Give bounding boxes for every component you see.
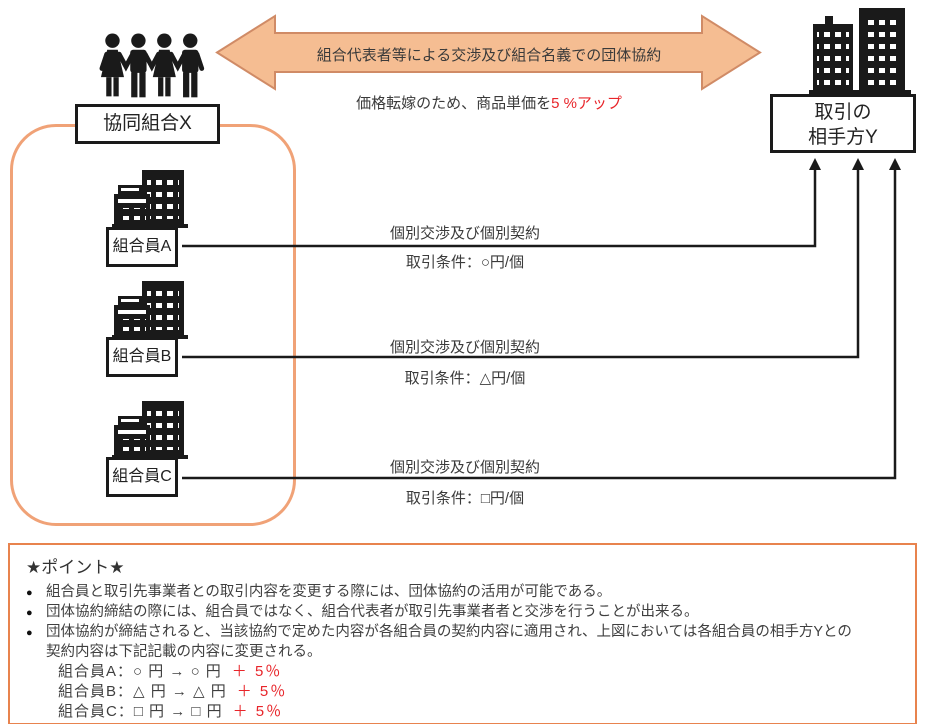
member-c-box: 組合員C <box>106 457 178 497</box>
change-b-delta: ＋ 5％ <box>236 683 288 700</box>
connector-member-a <box>182 158 821 248</box>
change-a-before: 組合員A：○ 円 → ○ 円 <box>58 663 222 680</box>
change-c-before: 組合員C：□ 円 → □ 円 <box>58 703 223 720</box>
price-pass-through-caption: 価格転嫁のため、商品単価を5 %アップ <box>246 92 732 113</box>
points-bullet-1: 組合員と取引先事業者との取引内容を変更する際には、団体協約の活用が可能である。 <box>24 582 901 603</box>
arrow-label: 組合代表者等による交渉及び組合名義での団体協約 <box>316 47 662 64</box>
member-a-condition-label: 取引条件：○円/個 <box>405 254 525 271</box>
partner-y-line1: 取引の <box>814 102 872 123</box>
collective-negotiation-arrow <box>215 14 762 91</box>
connector-member-b <box>182 158 864 359</box>
change-row-c: 組合員C：□ 円 → □ 円 ＋ 5％ <box>24 702 901 722</box>
points-bullet-list: 組合員と取引先事業者との取引内容を変更する際には、団体協約の活用が可能である。 … <box>24 582 901 643</box>
partner-y-line2: 相手方Y <box>808 127 878 149</box>
change-row-b: 組合員B：△ 円 → △ 円 ＋ 5％ <box>24 682 901 702</box>
connector-member-c <box>182 158 901 480</box>
points-panel: ★ポイント★ 組合員と取引先事業者との取引内容を変更する際には、団体協約の活用が… <box>8 543 917 724</box>
points-bullet-2: 団体協約締結の際には、組合員ではなく、組合代表者が取引先事業者者と交渉を行うこと… <box>24 602 901 623</box>
change-b-before: 組合員B：△ 円 → △ 円 <box>58 683 227 700</box>
caption-black-text: 価格転嫁のため、商品単価を <box>356 95 552 112</box>
member-b-condition-label: 取引条件：△円/個 <box>404 370 526 387</box>
change-c-delta: ＋ 5％ <box>232 703 284 720</box>
change-row-a: 組合員A：○ 円 → ○ 円 ＋ 5％ <box>24 662 901 682</box>
member-a-box: 組合員A <box>106 227 178 267</box>
points-title: ★ポイント★ <box>26 558 125 577</box>
member-b-box: 組合員B <box>106 337 178 377</box>
points-bullet-3: 団体協約が締結されると、当該協約で定めた内容が各組合員の契約内容に適用され、上図… <box>24 622 901 643</box>
partner-buildings-icon <box>809 8 911 94</box>
partner-y-box: 取引の 相手方Y <box>770 94 916 153</box>
member-a-negotiation-label: 個別交渉及び個別契約 <box>389 225 540 242</box>
member-c-negotiation-label: 個別交渉及び個別契約 <box>389 459 540 476</box>
caption-red-text: 5 %アップ <box>551 95 622 112</box>
cooperative-x-box: 協同組合X <box>75 104 220 144</box>
member-b-building-icon <box>112 281 188 339</box>
points-bullet-3-continuation: 契約内容は下記記載の内容に変更される。 <box>46 644 322 660</box>
member-c-building-icon <box>112 401 188 459</box>
member-b-negotiation-label: 個別交渉及び個別契約 <box>389 339 540 356</box>
union-members-people-icon <box>99 33 205 98</box>
change-a-delta: ＋ 5％ <box>231 663 283 680</box>
member-c-condition-label: 取引条件：□円/個 <box>405 490 525 507</box>
member-a-building-icon <box>112 170 188 228</box>
